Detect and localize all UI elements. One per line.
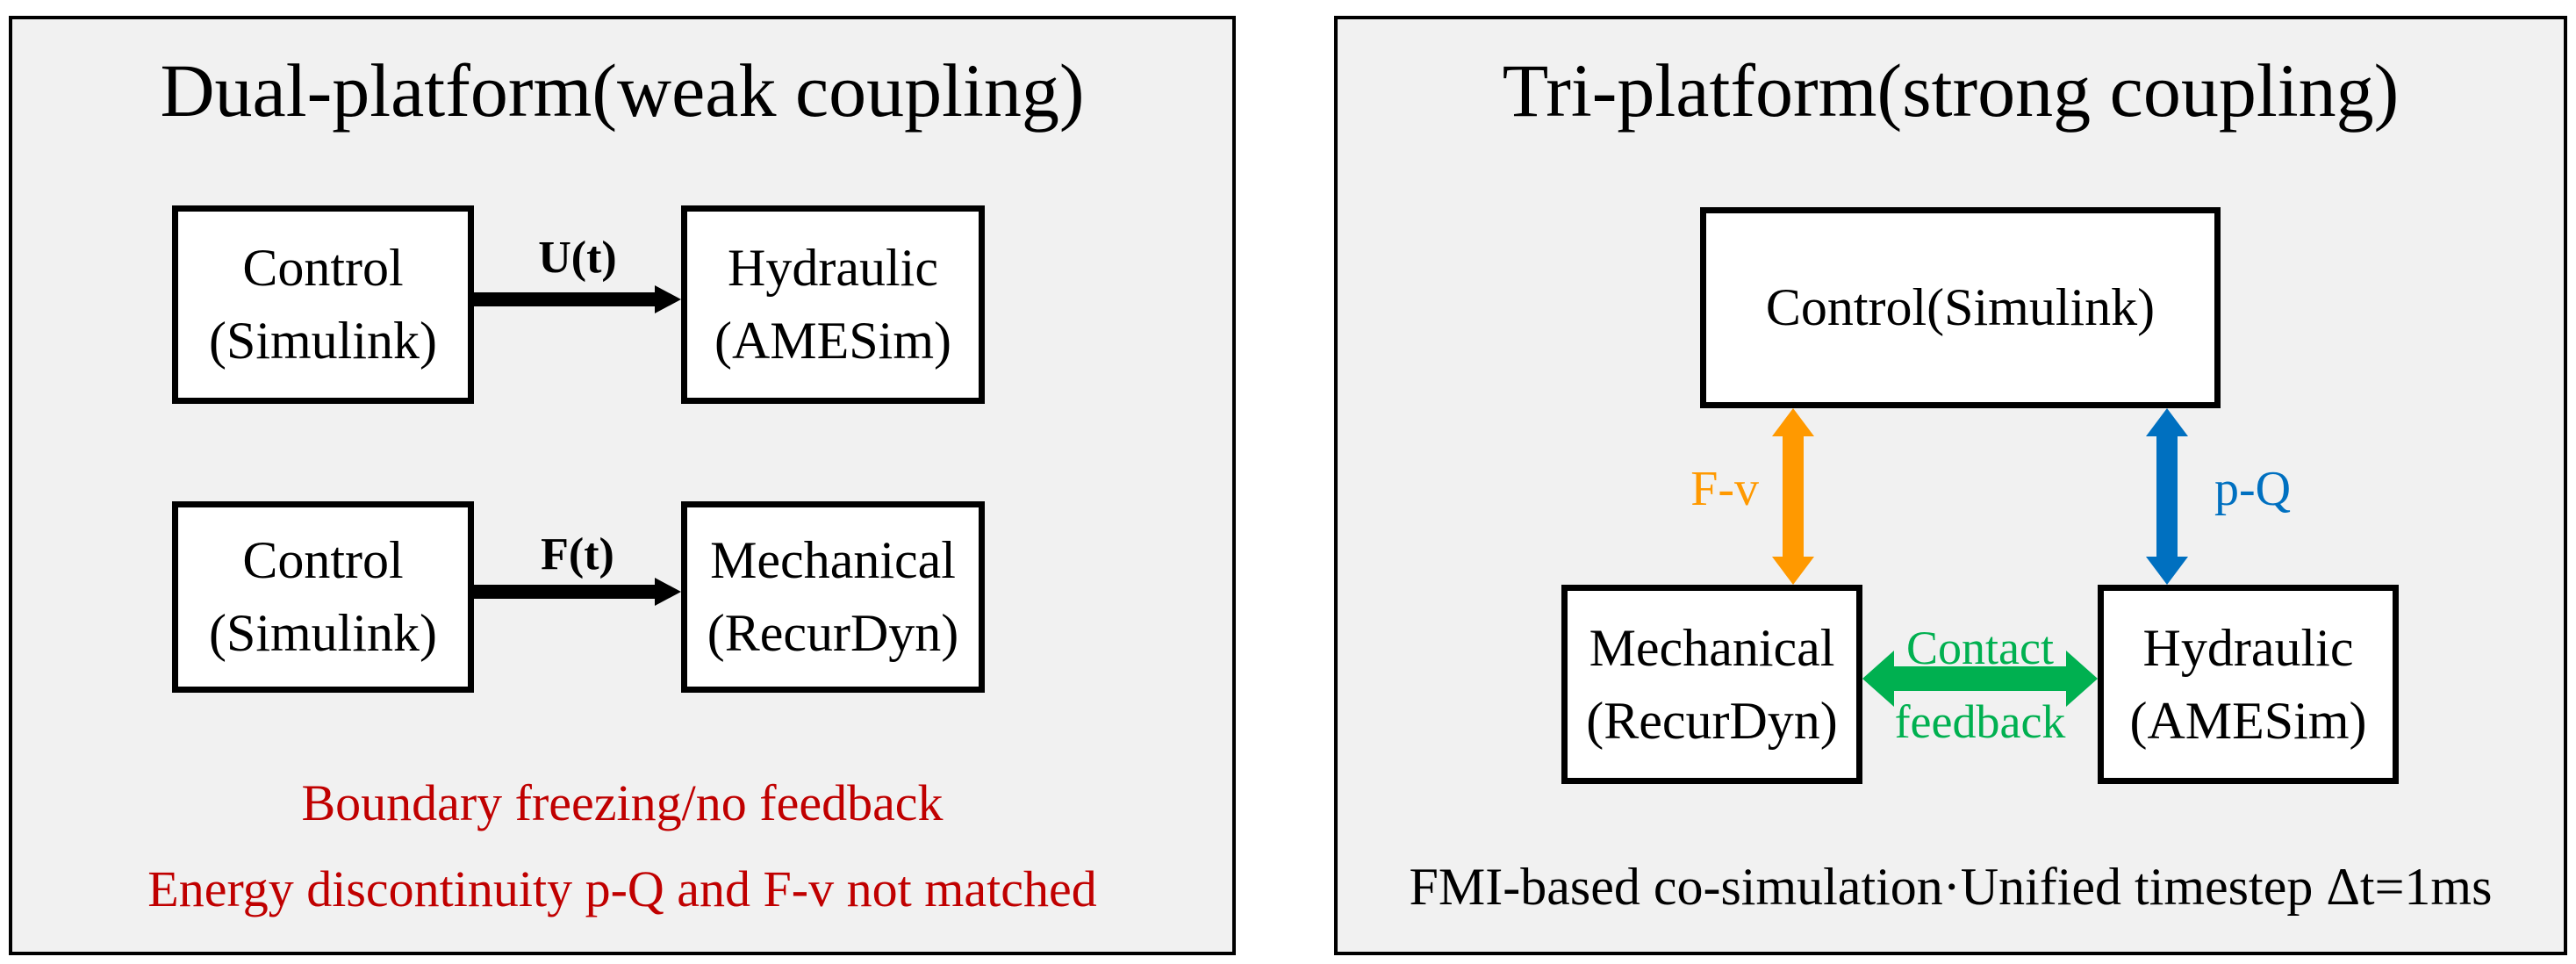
right-arrow-icon xyxy=(474,279,681,320)
note-boundary-freezing: Boundary freezing/no feedback xyxy=(301,774,944,831)
control-simulink-box-row2: Control (Simulink) xyxy=(172,501,474,693)
box-label-line2: (RecurDyn) xyxy=(1586,691,1838,750)
tri-platform-panel: Tri-platform(strong coupling) Control(Si… xyxy=(1334,16,2567,955)
arrow-head-up xyxy=(1772,408,1814,436)
arrow-shaft xyxy=(474,585,658,599)
box-label-line1: Hydraulic xyxy=(2142,618,2354,677)
ft-signal-label: F(t) xyxy=(541,529,614,579)
arrow-shaft xyxy=(1891,666,2070,691)
fmi-cosimulation-footer: FMI-based co-simulation·Unified timestep… xyxy=(1409,858,2493,916)
dual-platform-panel: Dual-platform(weak coupling) Control (Si… xyxy=(9,16,1236,955)
box-label-line2: (AMESim) xyxy=(714,312,951,370)
fv-exchange-label: F-v xyxy=(1690,462,1759,516)
hydraulic-amesim-box: Hydraulic (AMESim) xyxy=(681,205,985,404)
tri-platform-title: Tri-platform(strong coupling) xyxy=(1502,48,2400,133)
arrow-shaft xyxy=(474,292,658,306)
box-label-line2: (AMESim) xyxy=(2129,691,2367,750)
feedback-label: feedback xyxy=(1894,695,2066,748)
arrow-head-up xyxy=(2146,408,2188,436)
control-simulink-box: Control(Simulink) xyxy=(1700,207,2221,408)
box-label-line1: Hydraulic xyxy=(728,239,938,298)
fv-double-arrow-icon xyxy=(1772,408,1814,585)
pq-exchange-label: p-Q xyxy=(2214,462,2292,516)
arrow-head-left xyxy=(1862,651,1894,707)
box-label-line2: (Simulink) xyxy=(208,604,437,662)
arrow-shaft xyxy=(2156,433,2178,560)
hydraulic-amesim-box: Hydraulic (AMESim) xyxy=(2098,585,2399,784)
box-label-line1: Mechanical xyxy=(1589,618,1835,677)
mechanical-recurdyn-box: Mechanical (RecurDyn) xyxy=(1561,585,1862,784)
mechanical-recurdyn-box: Mechanical (RecurDyn) xyxy=(681,501,985,693)
pq-double-arrow-icon xyxy=(2146,408,2188,585)
arrow-shaft xyxy=(1783,433,1804,560)
arrow-head-down xyxy=(1772,557,1814,585)
contact-feedback-double-arrow-icon xyxy=(1862,650,2098,708)
arrow-head-down xyxy=(2146,557,2188,585)
box-label-line1: Mechanical xyxy=(710,531,956,590)
arrow-head xyxy=(655,578,681,606)
control-simulink-box-row1: Control (Simulink) xyxy=(172,205,474,404)
box-label-line1: Control(Simulink) xyxy=(1765,278,2156,337)
dual-platform-title: Dual-platform(weak coupling) xyxy=(160,48,1085,133)
arrow-head xyxy=(655,285,681,313)
arrow-head-right xyxy=(2066,651,2098,707)
note-energy-discontinuity: Energy discontinuity p-Q and F-v not mat… xyxy=(147,860,1097,917)
right-arrow-icon xyxy=(474,572,681,612)
box-label-line1: Control xyxy=(242,239,404,298)
contact-label: Contact xyxy=(1906,622,2054,674)
box-label-line2: (Simulink) xyxy=(208,312,437,370)
ut-signal-label: U(t) xyxy=(538,233,617,283)
box-label-line1: Control xyxy=(242,531,404,590)
box-label-line2: (RecurDyn) xyxy=(707,604,959,662)
